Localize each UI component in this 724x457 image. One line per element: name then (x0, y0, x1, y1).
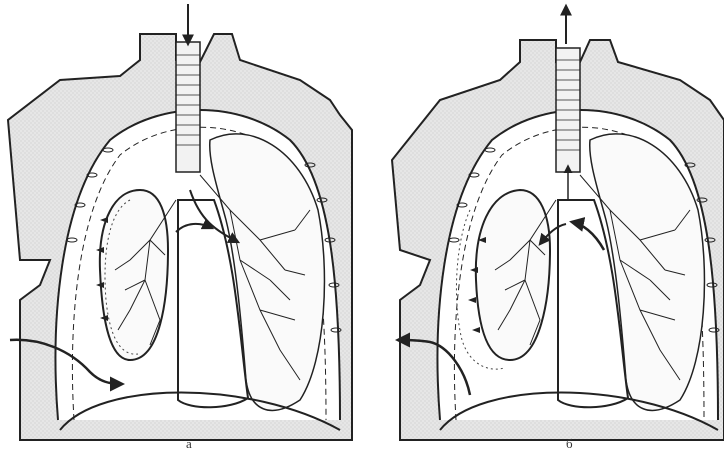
panel-label-a: а (186, 436, 192, 452)
trachea-a (176, 42, 200, 172)
collapsed-lung-a (100, 190, 168, 360)
trachea-b (556, 48, 580, 172)
panel-label-b: б (566, 436, 573, 452)
panel-a (8, 4, 352, 440)
panel-b (392, 6, 724, 440)
